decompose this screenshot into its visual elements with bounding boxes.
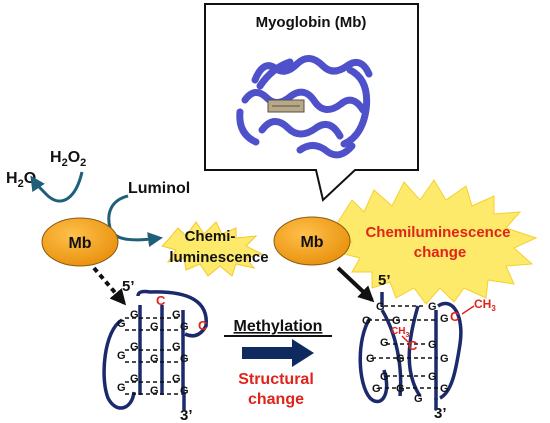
base-g: G — [392, 315, 401, 327]
dna-strand-left-loop-right — [358, 317, 389, 404]
base-g: G — [150, 321, 159, 333]
structural-change-line2: change — [248, 391, 304, 408]
methylation-label: Methylation — [234, 318, 323, 335]
base-g: G — [372, 383, 381, 395]
luminol-label: Luminol — [128, 180, 190, 197]
dna-strand-top-loop — [136, 289, 208, 338]
methylation-arrow — [242, 339, 314, 367]
base-g: G — [440, 383, 449, 395]
base-g: G — [117, 382, 126, 394]
base-g: G — [150, 353, 159, 365]
base-g: G — [180, 385, 189, 397]
g-quadruplex-unmethylated: 5’ 3’ G G G G G G G G G G G G G G G — [102, 278, 208, 423]
base-g: G — [428, 339, 437, 351]
ch3-label-mid: CH3 — [391, 326, 409, 339]
mb-right-ellipse — [273, 216, 351, 266]
base-g: G — [150, 385, 159, 397]
base-g: G — [130, 341, 139, 353]
base-g: G — [130, 309, 139, 321]
base-g: G — [396, 353, 405, 365]
base-g: G — [428, 371, 437, 383]
chemi-line1: Chemi- — [185, 228, 236, 245]
base-g: G — [414, 393, 423, 405]
ch3-label-top: CH3 — [474, 297, 496, 313]
luminol-to-chemi-arrow — [107, 194, 163, 248]
base-g: G — [362, 315, 371, 327]
base-g: G — [172, 341, 181, 353]
mb-to-dna-dashed-arrow — [92, 266, 127, 306]
base-g: G — [180, 353, 189, 365]
five-prime-right: 5’ — [378, 272, 391, 289]
mb-left-enzyme: Mb — [41, 217, 119, 267]
heme-group-icon — [267, 99, 305, 113]
callout-title: Myoglobin (Mb) — [256, 14, 367, 31]
dna-strand-cross — [380, 309, 403, 397]
base-g: G — [180, 321, 189, 333]
cytosine-c-left-1: C — [156, 293, 166, 308]
mb-to-methylated-dna-arrow — [336, 266, 375, 303]
base-g: G — [428, 301, 437, 313]
cytosine-c-left-2: C — [198, 318, 208, 333]
mb-right-enzyme: Mb — [273, 216, 351, 266]
mb-left-label: Mb — [68, 235, 91, 252]
methylation-step: Methylation Structural change — [224, 318, 332, 408]
methyl-bond-top — [461, 305, 475, 315]
base-g: G — [366, 353, 375, 365]
mb-right-label: Mb — [300, 234, 323, 251]
chemi-line2: luminescence — [169, 249, 268, 266]
base-g: G — [440, 353, 449, 365]
base-g: G — [396, 383, 405, 395]
mb-left-ellipse — [41, 217, 119, 267]
base-g: G — [130, 373, 139, 385]
dna-strand-left-loop — [102, 318, 136, 410]
methyl-cytosine-top: C — [450, 309, 460, 324]
cl-change-line1: Chemiluminescence — [365, 224, 510, 241]
methyl-cytosine-mid: C — [408, 338, 418, 353]
h2o2-label: H2O2 — [50, 149, 86, 169]
chemiluminescence-burst-left: Chemi- luminescence — [161, 221, 269, 277]
cl-change-line2: change — [414, 244, 467, 261]
five-prime-left: 5’ — [122, 278, 135, 295]
dna-strand-right-loop — [437, 302, 463, 400]
base-g: G — [117, 350, 126, 362]
reaction-labels: H2O H2O2 Luminol — [6, 149, 190, 197]
base-g: G — [117, 318, 126, 330]
base-g: G — [440, 313, 449, 325]
base-g: G — [376, 301, 385, 313]
protein-structure-image — [236, 55, 373, 159]
structural-change-line1: Structural — [238, 371, 314, 388]
g-quadruplex-methylated: 5’ 3’ G G G G G G G G G G G G G G G — [358, 272, 496, 422]
chemiluminescence-burst-right: Chemiluminescence change — [334, 179, 538, 305]
base-g: G — [172, 373, 181, 385]
h2o2-to-h2o-arrow — [30, 171, 84, 203]
base-g: G — [380, 337, 389, 349]
base-g: G — [172, 309, 181, 321]
three-prime-left: 3’ — [180, 407, 193, 423]
base-g: G — [380, 371, 389, 383]
methyl-bond-mid — [401, 335, 409, 343]
myoglobin-callout: Myoglobin (Mb) — [204, 3, 419, 202]
